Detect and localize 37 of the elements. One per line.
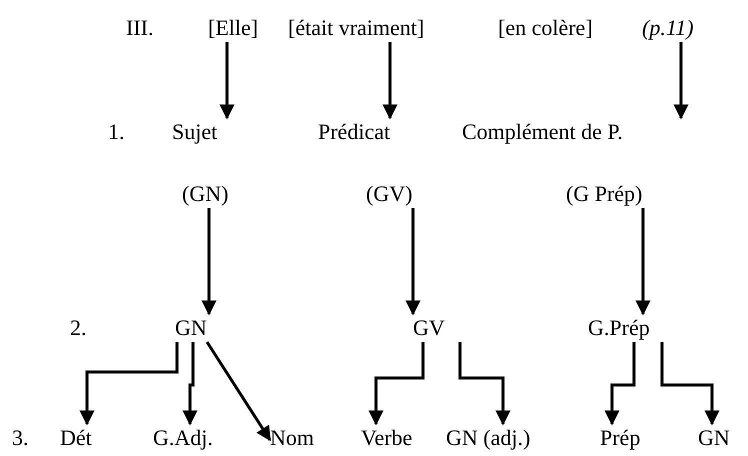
node-text: [était vraiment] — [288, 14, 426, 42]
function-label: Prédicat — [318, 118, 390, 146]
node-text: GN — [175, 314, 208, 342]
arrow — [220, 42, 234, 120]
node-text: [Elle] — [208, 14, 260, 42]
arrow — [382, 42, 398, 120]
level-number: 1. — [108, 118, 124, 146]
arrow — [604, 342, 636, 426]
arrow — [368, 342, 424, 426]
phrase-type: (GN) — [182, 180, 228, 208]
node-text: GN — [698, 424, 731, 452]
node-text: G.Prép — [588, 314, 651, 342]
arrow — [182, 342, 198, 426]
node-text: Verbe — [361, 424, 414, 452]
level-number: 2. — [70, 314, 86, 342]
phrase-type: (G Prép) — [566, 180, 642, 208]
arrow — [80, 342, 178, 426]
function-label: Sujet — [172, 118, 218, 146]
node-text: Prép — [600, 424, 642, 452]
arrow — [674, 42, 688, 120]
function-label: Complément de P. — [462, 118, 623, 146]
node-text: (p.11) — [642, 14, 695, 42]
node-text: GV — [413, 314, 446, 342]
level-number: III. — [126, 14, 154, 42]
arrow — [458, 342, 510, 426]
arrow — [636, 208, 650, 316]
node-text: [en colère] — [498, 14, 594, 42]
arrow — [202, 208, 216, 316]
phrase-type: (GV) — [366, 180, 412, 208]
node-text: GN (adj.) — [446, 424, 532, 452]
node-text: Nom — [270, 424, 315, 452]
arrow — [660, 342, 720, 426]
level-number: 3. — [12, 424, 28, 452]
arrow — [406, 208, 420, 316]
node-text: G.Adj. — [153, 424, 214, 452]
node-text: Dét — [60, 424, 93, 452]
arrow — [206, 341, 272, 442]
